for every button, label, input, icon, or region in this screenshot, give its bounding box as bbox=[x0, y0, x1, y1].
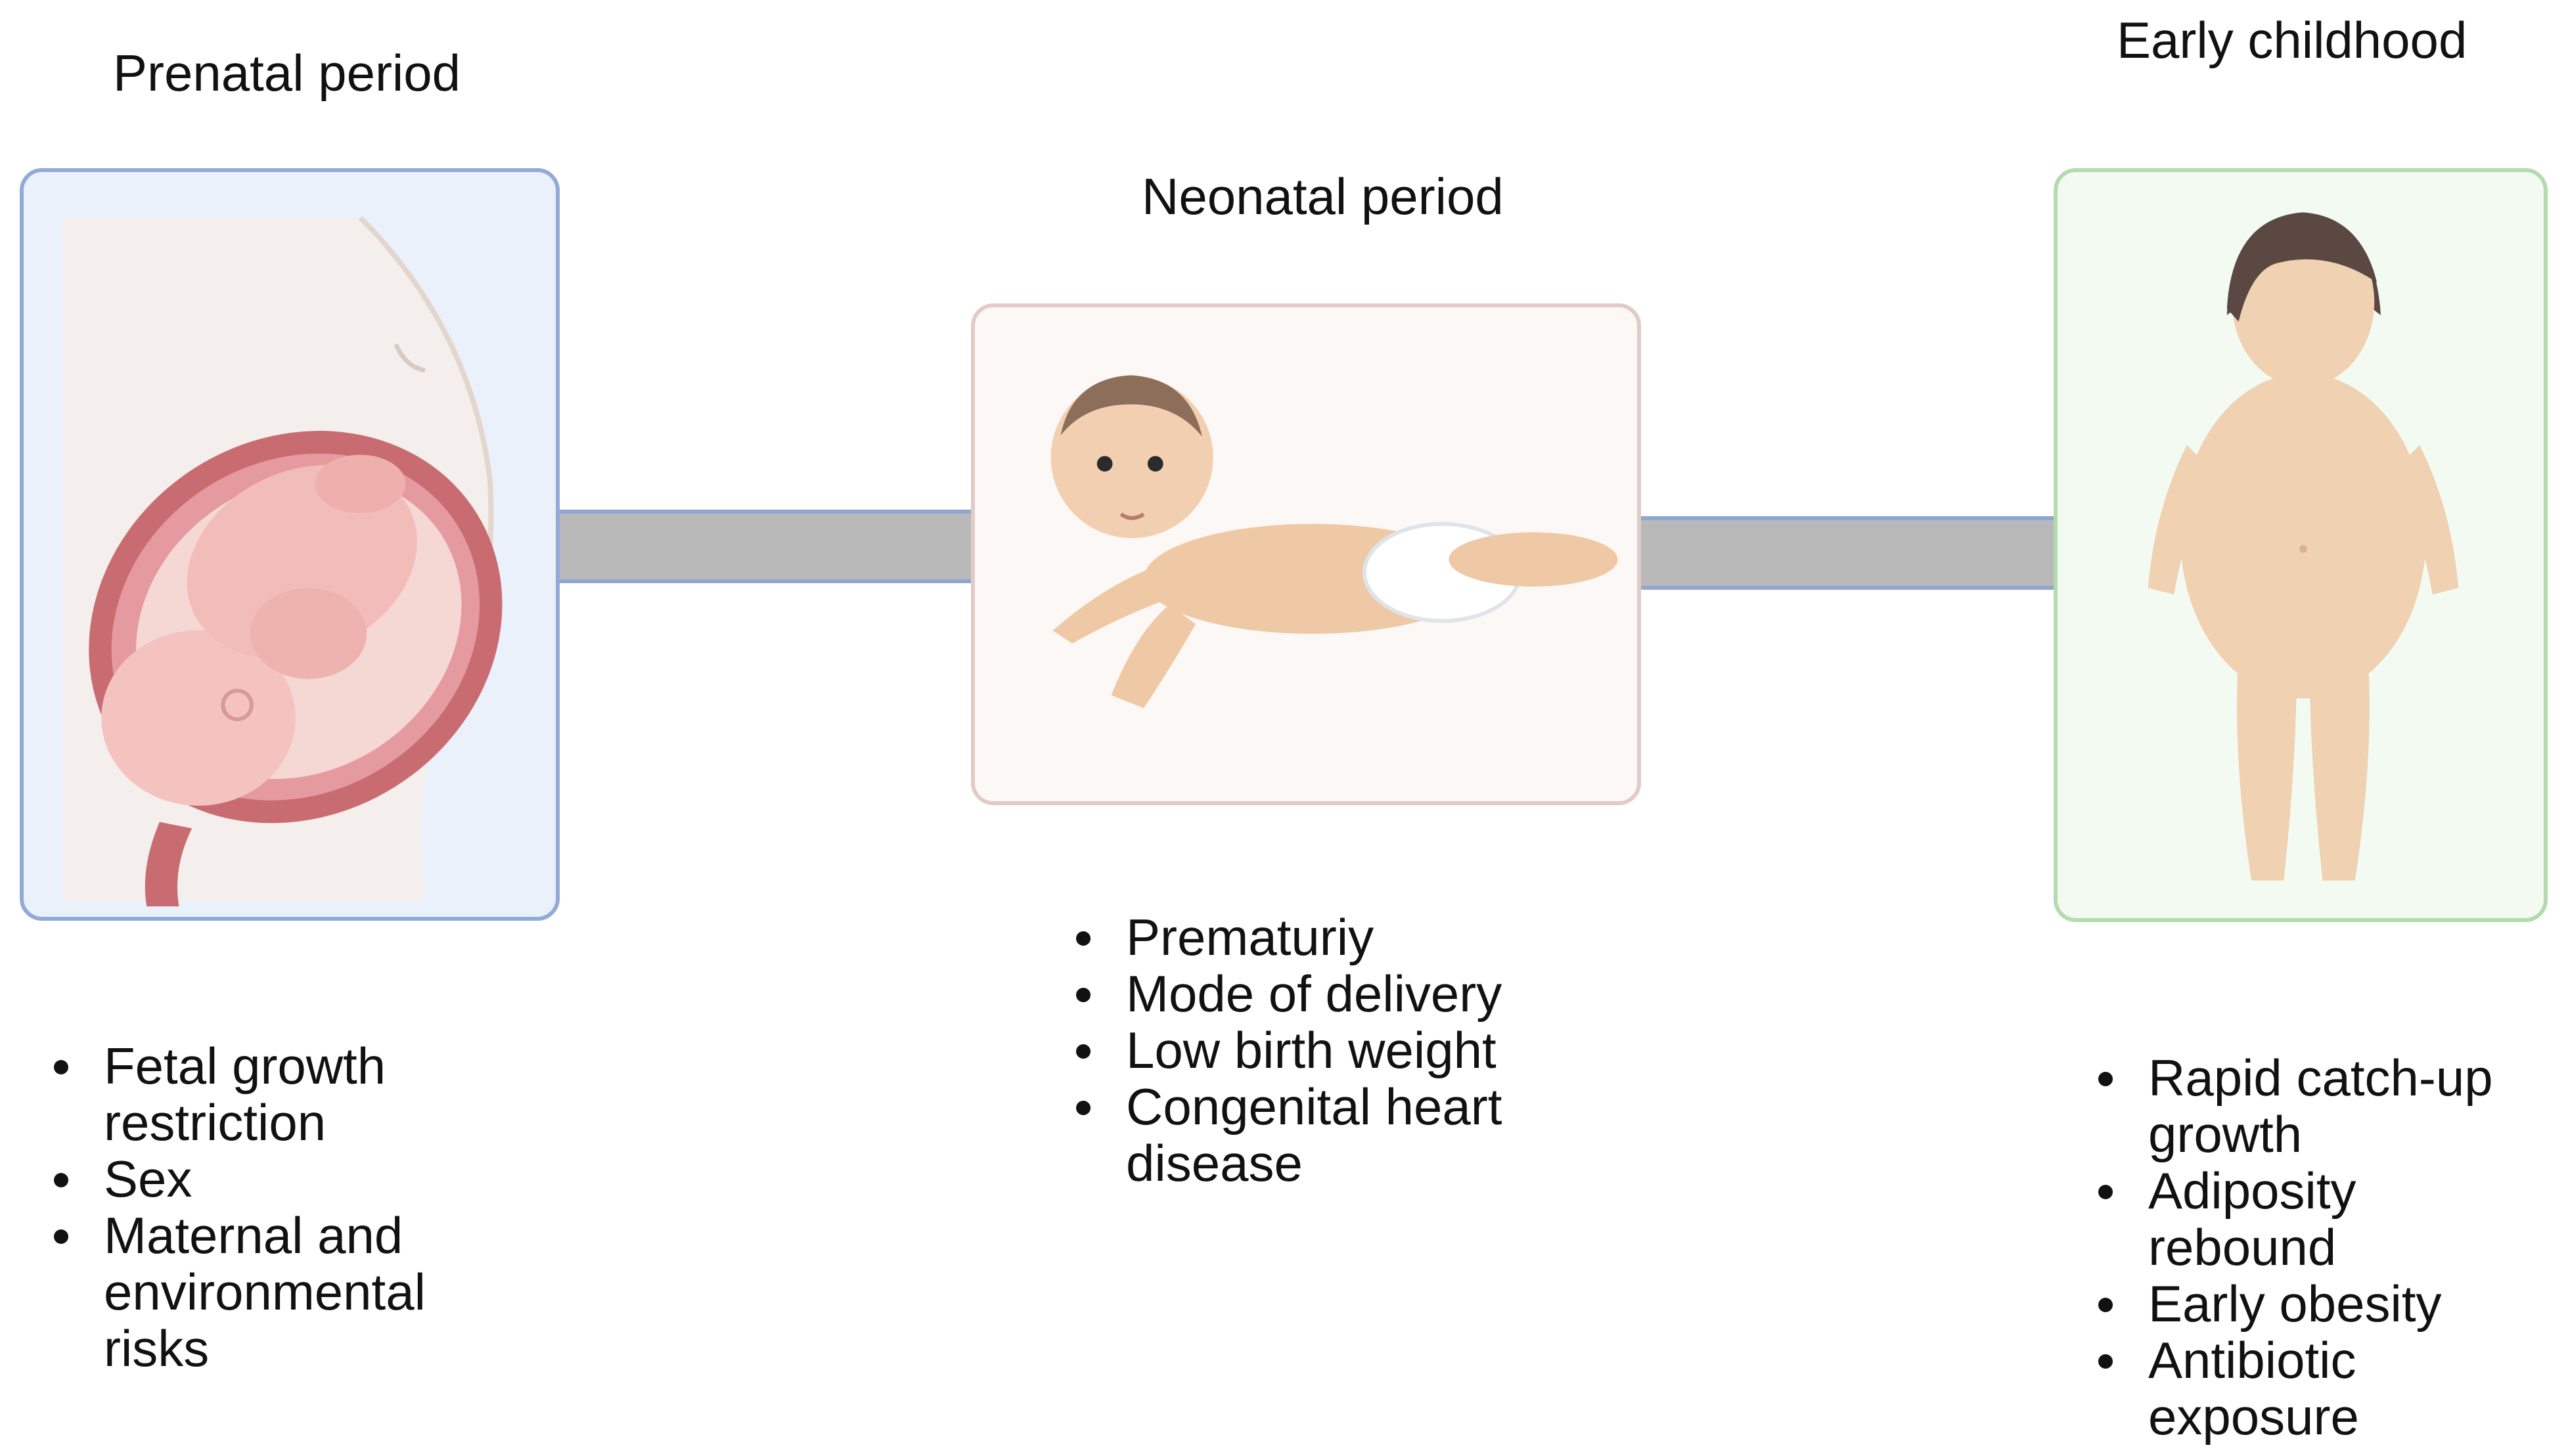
list-item: Mode of delivery bbox=[1070, 965, 1608, 1022]
infant-lying-on-tummy-illustration bbox=[1050, 375, 1618, 709]
list-item: Adiposity rebound bbox=[2092, 1162, 2552, 1275]
early-childhood-illustration-panel bbox=[2054, 168, 2548, 922]
early-childhood-risk-factor-list: Rapid catch-up growth Adiposity rebound … bbox=[2092, 1049, 2552, 1445]
prenatal-illustration-panel bbox=[20, 168, 560, 921]
neonatal-period-title: Neonatal period bbox=[1142, 167, 1504, 225]
list-item: Prematuriy bbox=[1070, 909, 1608, 965]
pregnant-uterus-fetus-illustration bbox=[62, 215, 503, 907]
early-childhood-title: Early childhood bbox=[2117, 11, 2467, 69]
list-item: Antibiotic exposure bbox=[2092, 1332, 2552, 1445]
list-item: Rapid catch-up growth bbox=[2092, 1049, 2552, 1162]
list-item: Congenital heart disease bbox=[1070, 1078, 1608, 1191]
timeline-connector-neonatal-early bbox=[1641, 516, 2054, 590]
list-item: Fetal growth restriction bbox=[47, 1038, 507, 1151]
neonatal-risk-factor-list: Prematuriy Mode of delivery Low birth we… bbox=[1070, 909, 1608, 1191]
timeline-connector-prenatal-neonatal bbox=[560, 510, 971, 583]
list-item: Low birth weight bbox=[1070, 1022, 1608, 1078]
list-item: Maternal and environmental risks bbox=[47, 1207, 507, 1377]
standing-toddler-illustration bbox=[2148, 212, 2459, 881]
list-item: Early obesity bbox=[2092, 1275, 2552, 1332]
prenatal-risk-factor-list: Fetal growth restriction Sex Maternal an… bbox=[47, 1038, 507, 1377]
prenatal-period-title: Prenatal period bbox=[113, 44, 461, 102]
list-item: Sex bbox=[47, 1151, 507, 1207]
neonatal-illustration-panel bbox=[971, 303, 1641, 805]
